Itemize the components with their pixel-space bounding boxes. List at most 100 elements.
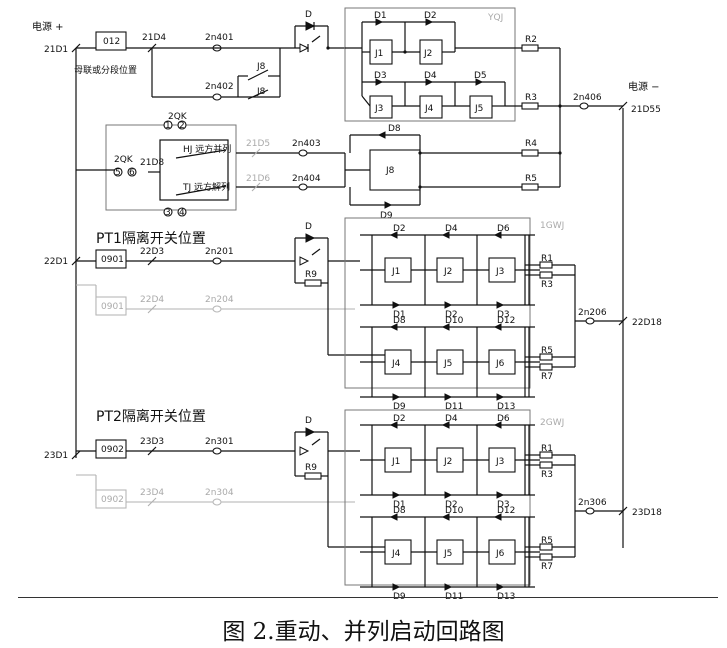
svg-text:J3: J3 <box>374 104 383 114</box>
gwj1-relay-matrix: J1D2D1J2D4D2J3D6D3R1R3J4D8D9J5D10D11J6D1… <box>360 224 662 412</box>
diode-D12-label: D12 <box>497 506 515 516</box>
relay-J5-label: J5 <box>443 549 452 559</box>
diode-D10-label: D10 <box>445 506 464 516</box>
diode-icon <box>444 393 453 401</box>
terminal-2n401: 2n401 <box>205 33 234 43</box>
relay-J2 <box>436 447 464 473</box>
terminal-21D1: 21D1 <box>44 45 68 55</box>
terminal-21D55: 21D55 <box>631 105 661 115</box>
diode-icon <box>389 513 398 521</box>
diode-D11-label: D11 <box>445 592 463 600</box>
diode-D6-label: D6 <box>497 414 510 424</box>
svg-text:4: 4 <box>179 208 185 218</box>
svg-text:2QK: 2QK <box>114 155 134 165</box>
terminal-23D1: 23D1 <box>44 451 68 461</box>
relay-J3 <box>369 95 393 119</box>
power-plus-label: 电源 + <box>32 20 64 33</box>
resistor-R3 <box>539 461 553 469</box>
contact-012 <box>95 31 127 51</box>
diode-D3-label: D3 <box>497 500 510 510</box>
contact-J8a: J8 <box>256 62 266 72</box>
terminal-mark <box>618 506 628 516</box>
diode-D-label: D <box>305 10 312 20</box>
resistor-R5-label: R5 <box>541 536 553 546</box>
terminal-icon <box>585 507 595 515</box>
svg-text:0901: 0901 <box>101 255 124 265</box>
relay-J3 <box>488 447 516 473</box>
resistor-R1 <box>539 451 553 459</box>
relay-J4-label: J4 <box>391 359 401 369</box>
svg-text:J1: J1 <box>374 49 383 59</box>
svg-text:D4: D4 <box>424 71 437 81</box>
switch-HJ-label: HJ 远方并列 <box>183 143 231 155</box>
diode-D13-label: D13 <box>497 592 515 600</box>
power-minus-label: 电源 − <box>628 80 660 93</box>
contact-012-label: 012 <box>103 37 120 47</box>
terminal-2n402: 2n402 <box>205 82 234 92</box>
svg-text:21D5: 21D5 <box>246 139 270 149</box>
diode-icon <box>392 301 401 309</box>
svg-text:2GWJ: 2GWJ <box>540 418 564 428</box>
svg-text:R9: R9 <box>305 270 317 280</box>
resistor-R5-label: R5 <box>541 346 553 356</box>
svg-text:J8: J8 <box>385 166 395 176</box>
diode-D12-label: D12 <box>497 316 515 326</box>
relay-J2-label: J2 <box>443 457 452 467</box>
diode-D6-label: D6 <box>497 224 510 234</box>
svg-text:J5: J5 <box>474 104 483 114</box>
yqj-frame <box>344 7 516 122</box>
terminal-23D18: 23D18 <box>632 508 662 518</box>
contact-0902 <box>95 439 127 459</box>
diode-D2b-label: D2 <box>445 500 458 510</box>
relay-J6-label: J6 <box>495 359 505 369</box>
svg-text:D1: D1 <box>374 11 387 21</box>
terminal-2n206: 2n206 <box>578 308 607 318</box>
terminal-2n301: 2n301 <box>205 437 234 447</box>
terminal-2n406: 2n406 <box>573 93 602 103</box>
relay-J5-label: J5 <box>443 359 452 369</box>
diode-icon <box>496 583 505 591</box>
diode-D13-label: D13 <box>497 402 515 412</box>
terminal-22D18: 22D18 <box>632 318 662 328</box>
svg-text:22D3: 22D3 <box>140 247 164 257</box>
resistor-R3-label: R3 <box>541 280 553 290</box>
svg-text:D3: D3 <box>374 71 387 81</box>
relay-J4 <box>419 95 443 119</box>
diode-D4-label: D4 <box>445 414 458 424</box>
terminal-22D1: 22D1 <box>44 257 68 267</box>
svg-text:1: 1 <box>165 121 171 131</box>
contact-012-caption: 母联或分段位置 <box>74 64 137 76</box>
diode-icon <box>493 513 502 521</box>
svg-text:6: 6 <box>129 168 135 178</box>
svg-text:0902: 0902 <box>101 445 124 455</box>
diode-icon <box>493 323 502 331</box>
relay-J1-label: J1 <box>391 267 400 277</box>
diode-D4-label: D4 <box>445 224 458 234</box>
svg-text:R5: R5 <box>525 174 537 184</box>
svg-text:D5: D5 <box>474 71 487 81</box>
diode-icon <box>444 491 453 499</box>
contact-0901 <box>95 249 127 269</box>
terminal-2n201: 2n201 <box>205 247 234 257</box>
relay-J8 <box>369 149 421 191</box>
resistor-R7-label: R7 <box>541 562 553 572</box>
diode-D2-label: D2 <box>393 414 406 424</box>
diode-D9-label: D9 <box>393 592 406 600</box>
pt1-section: PT1隔离开关位置 22D1 0901 22D3 2n201 0901 22D4… <box>44 217 564 389</box>
terminal-mark <box>618 316 628 326</box>
diode-D1-label: D1 <box>393 310 406 320</box>
svg-text:22D4: 22D4 <box>140 295 164 305</box>
svg-text:R3: R3 <box>525 93 537 103</box>
svg-text:D: D <box>305 222 312 232</box>
figure-caption: 图 2.重动、并列启动回路图 <box>222 619 505 645</box>
diode-D11-label: D11 <box>445 402 463 412</box>
gwj2-relay-matrix: J1D2D1J2D4D2J3D6D3R1R3J4D8D9J5D10D11J6D1… <box>360 414 662 600</box>
terminal-21D4: 21D4 <box>142 33 166 43</box>
resistor-R3-label: R3 <box>541 470 553 480</box>
diode-D2-label: D2 <box>393 224 406 234</box>
svg-text:D2: D2 <box>424 11 437 21</box>
diode-icon <box>493 421 502 429</box>
pt2-title: PT2隔离开关位置 <box>96 408 206 425</box>
diode-icon <box>389 231 398 239</box>
yqj-label: YQJ <box>487 13 503 23</box>
